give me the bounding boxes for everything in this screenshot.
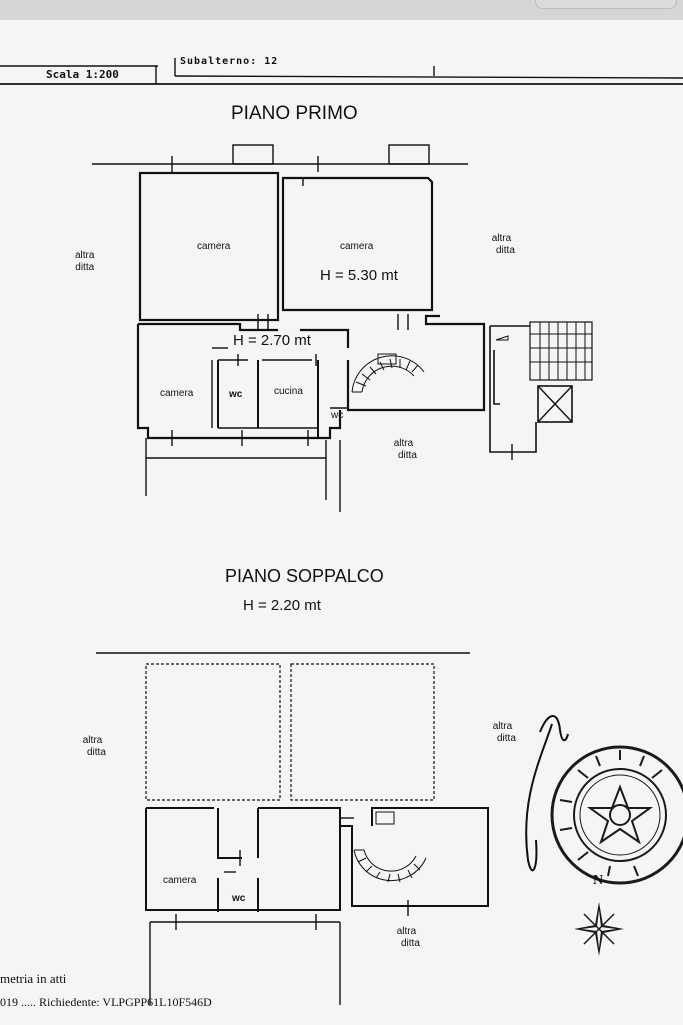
neighbor-label-bottom: altra ditta: [390, 438, 417, 462]
room-label-camera-1: camera: [197, 241, 231, 252]
footer-line-1: metria in atti: [0, 971, 67, 986]
compass-icon: [574, 902, 624, 956]
compass-north-label: N: [593, 873, 604, 888]
soppalco-neighbor-right-line2: ditta: [497, 733, 516, 744]
neighbor-right-line2: ditta: [496, 245, 515, 256]
subalterno-label: Subalterno: 12: [180, 56, 279, 67]
neighbor-left-line1: altra: [75, 250, 95, 261]
soppalco-neighbor-right-line1: altra: [492, 721, 513, 732]
room-label-wc-1: wc: [229, 389, 243, 400]
neighbor-right-line1: altra: [491, 233, 512, 244]
soppalco-neighbor-bottom-line2: ditta: [401, 938, 420, 949]
notary-stamp: [550, 745, 683, 885]
neighbor-bottom-line1: altra: [393, 438, 414, 449]
height-label-2-20: H = 2.20 mt: [243, 597, 321, 614]
soppalco-neighbor-bottom-line1: altra: [396, 926, 417, 937]
neighbor-label-left: altra ditta: [75, 250, 94, 274]
room-label-camera-3: camera: [160, 388, 194, 399]
room-label-soppalco-wc: wc: [232, 893, 246, 904]
soppalco-neighbor-left-line2: ditta: [87, 747, 106, 758]
height-label-5-30: H = 5.30 mt: [320, 267, 398, 284]
soppalco-neighbor-bottom: altra ditta: [393, 926, 420, 950]
footer-line-2: 019 ..... Richiedente: VLPGPP61L10F546D: [0, 995, 212, 1009]
room-label-wc-2: wc: [331, 410, 344, 421]
piano-soppalco-title: PIANO SOPPALCO: [225, 566, 384, 586]
neighbor-left-line2: ditta: [75, 262, 95, 273]
neighbor-label-right: altra ditta: [488, 233, 515, 257]
soppalco-neighbor-right: altra ditta: [489, 721, 516, 745]
room-label-cucina: cucina: [274, 386, 303, 397]
room-label-soppalco-camera: camera: [163, 875, 197, 886]
neighbor-bottom-line2: ditta: [398, 450, 417, 461]
height-label-2-70: H = 2.70 mt: [233, 332, 311, 349]
scale-label: Scala 1:200: [46, 68, 119, 81]
soppalco-neighbor-left-line1: altra: [82, 735, 103, 746]
piano-primo-title: PIANO PRIMO: [231, 103, 358, 124]
browser-top-bar: [0, 0, 683, 20]
soppalco-neighbor-left: altra ditta: [79, 735, 106, 759]
room-label-camera-2: camera: [340, 241, 374, 252]
document-sheet: [0, 20, 683, 1025]
